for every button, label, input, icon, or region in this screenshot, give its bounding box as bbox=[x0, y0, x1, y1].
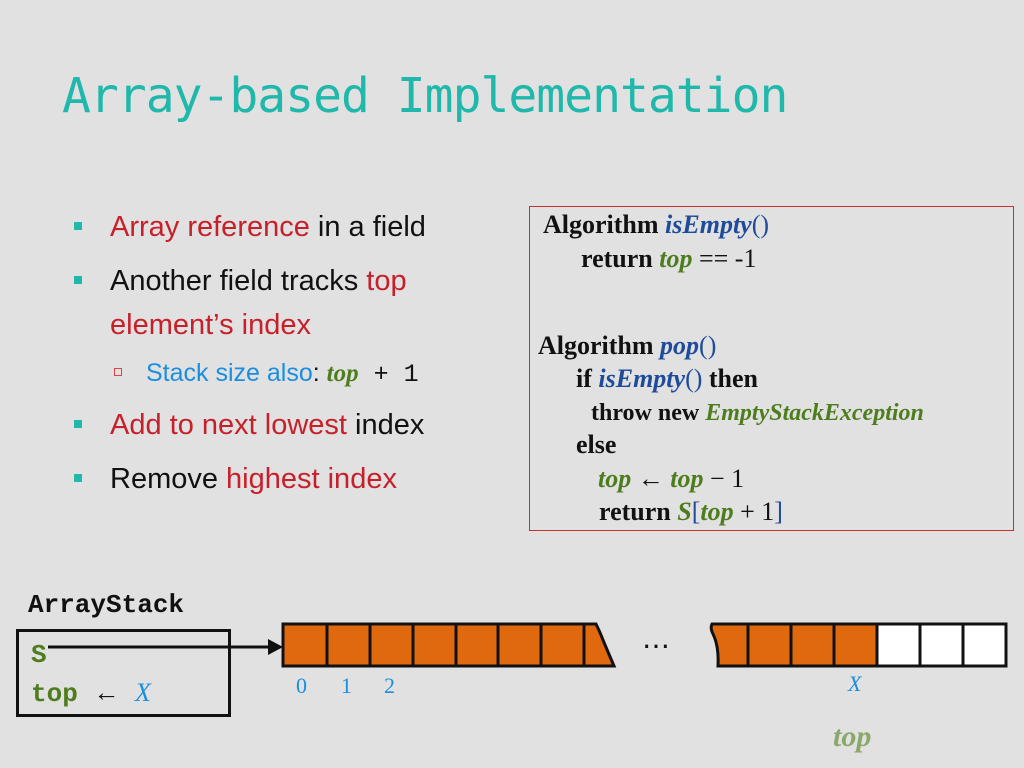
bullet-highlight: highest index bbox=[226, 463, 397, 495]
array-left-segment bbox=[281, 622, 617, 668]
assign-arrow: ← bbox=[93, 678, 120, 707]
else-line: else bbox=[576, 430, 616, 460]
array-cell bbox=[789, 622, 836, 668]
bracket: ] bbox=[774, 497, 783, 526]
bullet-text: in a field bbox=[309, 211, 426, 243]
sub-bullet-item: Stack size also: top + 1 bbox=[70, 353, 510, 395]
sub-bullet-text: Stack size also bbox=[146, 359, 313, 387]
top-index-label: X bbox=[848, 671, 862, 696]
array-cell-empty bbox=[918, 622, 965, 668]
array-cell bbox=[746, 622, 793, 668]
keyword: Algorithm bbox=[543, 210, 659, 239]
comparison: == -1 bbox=[698, 244, 757, 273]
array-cell bbox=[411, 622, 458, 668]
array-cell bbox=[368, 622, 415, 668]
assign-line: top ← top − 1 bbox=[598, 464, 744, 494]
ellipsis: … bbox=[642, 622, 672, 655]
algorithm-box: Algorithm isEmpty() return top == -1 Alg… bbox=[529, 206, 1014, 531]
array-cell-torn bbox=[582, 622, 617, 668]
sub-bullet-colon: : bbox=[312, 359, 320, 387]
arrow-head-icon bbox=[268, 639, 283, 655]
keyword: else bbox=[576, 430, 617, 459]
minus-one: − 1 bbox=[709, 464, 745, 493]
bullet-marker-icon bbox=[74, 276, 82, 284]
var-top: top bbox=[659, 244, 693, 273]
array-cell-torn bbox=[709, 622, 750, 668]
return-line: return S[top + 1] bbox=[599, 497, 783, 527]
array-cell bbox=[281, 622, 329, 668]
field-top-value: X bbox=[135, 678, 151, 707]
array-cell bbox=[832, 622, 879, 668]
index-label: 2 bbox=[384, 673, 395, 698]
sub-bullet-marker-icon bbox=[114, 368, 122, 376]
parens: () bbox=[699, 331, 717, 360]
bullet-item: Another field tracks top element’s index bbox=[70, 259, 510, 347]
index-label: 1 bbox=[341, 673, 352, 698]
isempty-return-line: return top == -1 bbox=[581, 244, 756, 274]
bullet-item: Add to next lowest index bbox=[70, 403, 510, 447]
bullet-highlight: Add to next lowest bbox=[110, 409, 347, 441]
arraystack-label: ArrayStack bbox=[28, 590, 185, 620]
method-name: pop bbox=[660, 331, 700, 360]
keyword: return bbox=[599, 497, 671, 526]
sub-bullet-plus: + 1 bbox=[358, 360, 419, 389]
var-S: S bbox=[677, 497, 692, 526]
keyword: return bbox=[581, 244, 653, 273]
parens: () bbox=[751, 210, 770, 239]
isempty-header: Algorithm isEmpty() bbox=[543, 210, 769, 240]
var-top: top bbox=[700, 497, 734, 526]
bullet-text: Remove bbox=[110, 463, 227, 495]
parens: () bbox=[685, 364, 703, 393]
field-top-name: top bbox=[31, 679, 78, 709]
bullet-item: Remove highest index bbox=[70, 457, 510, 501]
slide-title: Array-based Implementation bbox=[62, 68, 788, 124]
bullet-highlight: top element’s index bbox=[110, 265, 407, 341]
keyword: then bbox=[708, 364, 759, 393]
bullet-marker-icon bbox=[74, 222, 82, 230]
if-line: if isEmpty() then bbox=[576, 364, 758, 394]
array-cell-empty bbox=[875, 622, 922, 668]
var-top: top bbox=[670, 464, 704, 493]
array-cell bbox=[539, 622, 586, 668]
bullet-text: index bbox=[346, 409, 425, 441]
bullet-list: Array reference in a field Another field… bbox=[70, 205, 510, 501]
bracket: [ bbox=[691, 497, 701, 526]
throw-line: throw new EmptyStackException bbox=[591, 398, 924, 428]
method-name: isEmpty bbox=[665, 210, 752, 239]
keyword: throw new bbox=[591, 400, 700, 426]
bullet-marker-icon bbox=[74, 474, 82, 482]
top-label: top bbox=[833, 720, 872, 753]
bullet-text: Another field tracks bbox=[110, 265, 367, 297]
plus-one: + 1 bbox=[740, 497, 775, 526]
array-cell bbox=[325, 622, 372, 668]
array-right-segment bbox=[709, 622, 1008, 668]
index-label: 0 bbox=[296, 673, 307, 698]
bullet-highlight: Array reference bbox=[110, 211, 310, 243]
assign-arrow: ← bbox=[637, 464, 664, 493]
bullet-item: Array reference in a field bbox=[70, 205, 510, 249]
array-cell bbox=[496, 622, 543, 668]
bullet-marker-icon bbox=[74, 420, 82, 428]
exception-name: EmptyStackException bbox=[705, 400, 924, 426]
arraystack-box: S top ← X bbox=[16, 629, 231, 717]
method-call: isEmpty bbox=[598, 364, 686, 393]
pop-header: Algorithm pop() bbox=[538, 331, 716, 361]
field-top: top ← X bbox=[31, 678, 151, 709]
array-cell bbox=[454, 622, 500, 668]
var-top: top bbox=[598, 464, 632, 493]
field-S: S bbox=[31, 640, 47, 670]
keyword: if bbox=[576, 364, 592, 393]
keyword: Algorithm bbox=[538, 331, 654, 360]
array-cell-empty bbox=[961, 622, 1008, 668]
sub-bullet-top: top bbox=[326, 360, 359, 387]
